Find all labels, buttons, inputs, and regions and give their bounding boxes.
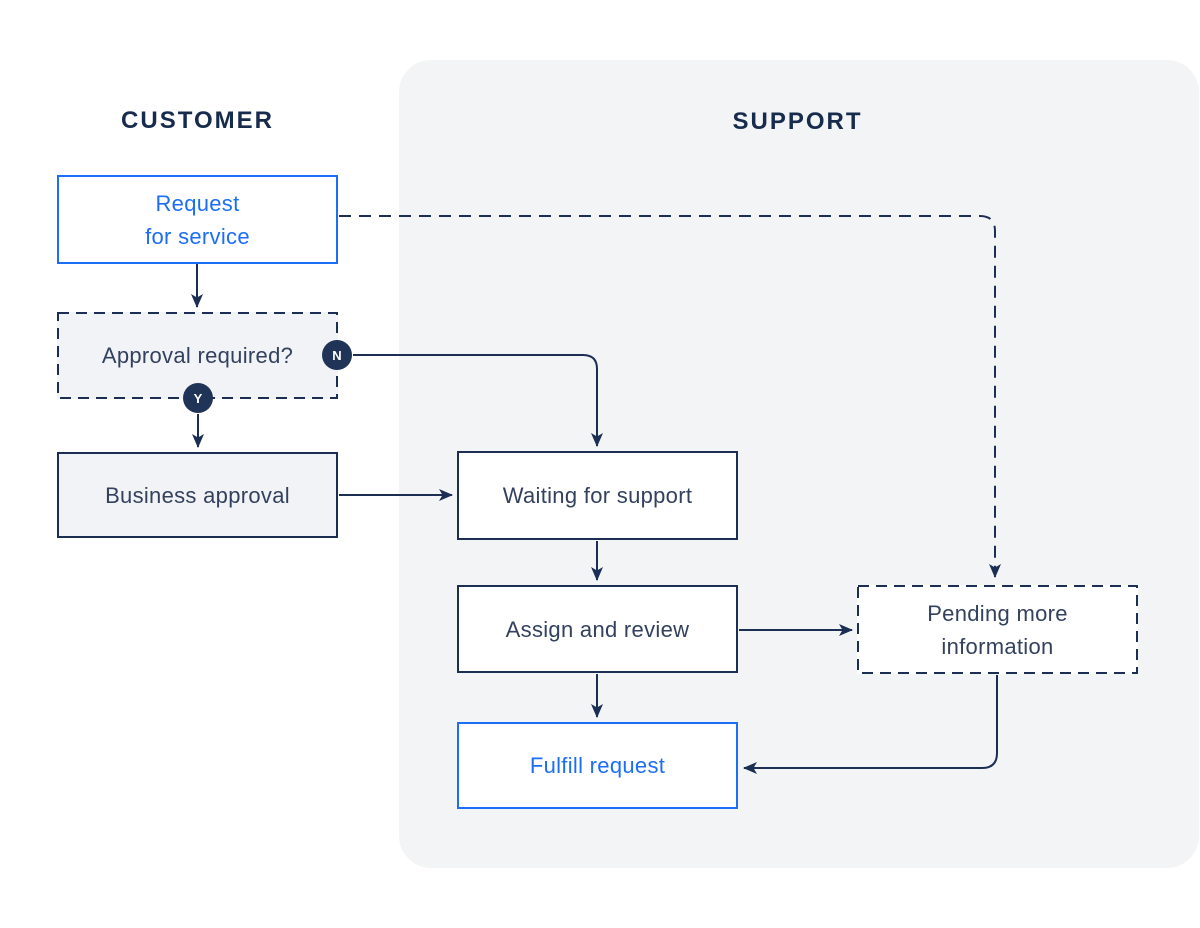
node-label: Business approval	[105, 482, 290, 508]
node-label-line: for service	[145, 223, 250, 249]
lane-header-customer: CUSTOMER	[121, 107, 274, 134]
node-label-line: Pending more	[927, 600, 1068, 626]
node-request-for-service: Request for service	[57, 175, 338, 264]
node-label: Approval required?	[101, 343, 294, 368]
node-label: Assign and review	[505, 616, 690, 642]
decision-badge-yes: Y	[183, 383, 213, 413]
lane-header-support: SUPPORT	[732, 108, 863, 135]
decision-badge-no: N	[322, 340, 352, 370]
node-fulfill-request: Fulfill request	[457, 722, 738, 809]
node-label: Waiting for support	[502, 483, 693, 508]
node-pending-more-information: Pending more information	[857, 585, 1138, 674]
node-label-line: information	[941, 633, 1054, 659]
node-assign-and-review: Assign and review	[457, 585, 738, 673]
node-label: Fulfill request	[529, 753, 666, 778]
node-business-approval: Business approval	[57, 452, 338, 538]
node-label-line: Request	[155, 190, 240, 216]
node-waiting-for-support: Waiting for support	[457, 451, 738, 540]
